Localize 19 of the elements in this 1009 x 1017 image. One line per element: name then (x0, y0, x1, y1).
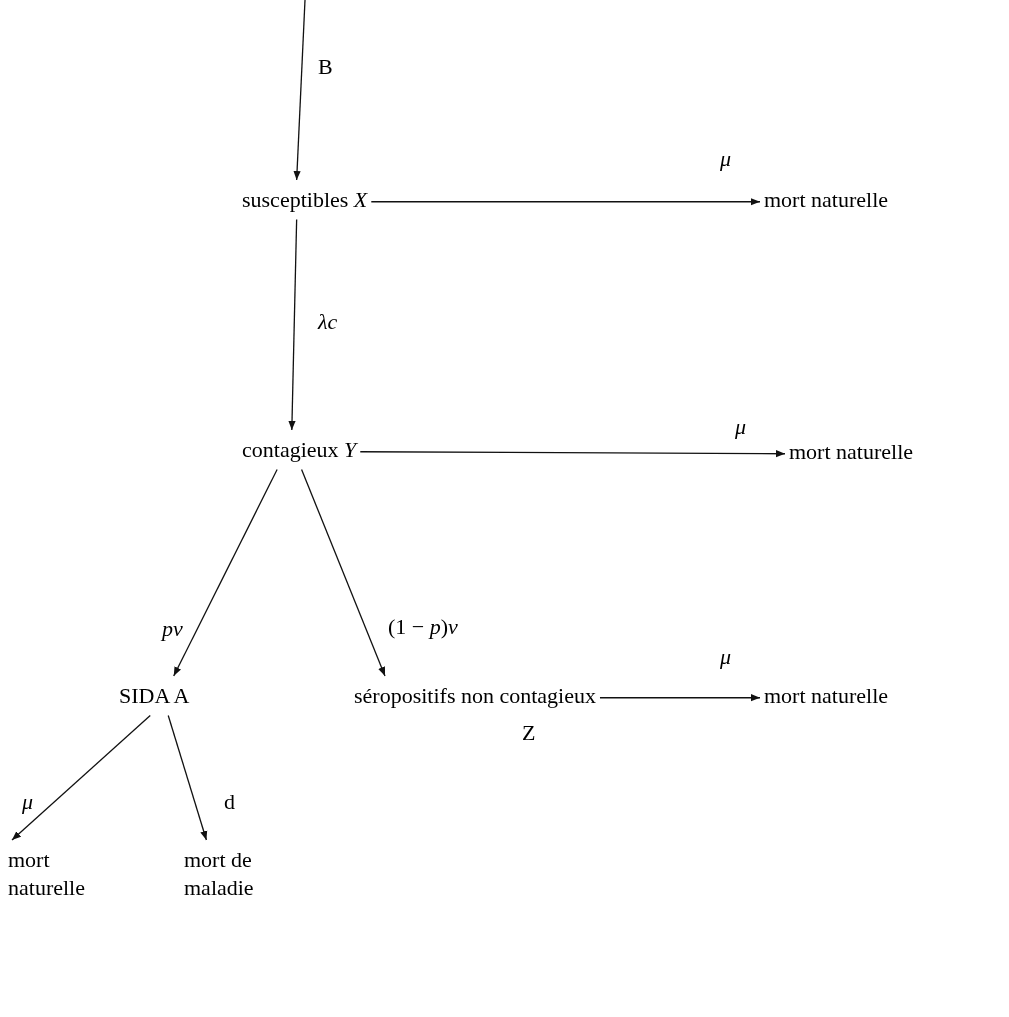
arrow (288, 218, 298, 431)
arrow (370, 198, 761, 206)
state-label: mort naturelle (764, 186, 888, 214)
state-label: SIDA A (119, 682, 190, 710)
arrow (599, 694, 761, 702)
arrow (300, 468, 386, 677)
state-label: mort naturelle (8, 846, 86, 901)
arrow (167, 714, 208, 841)
arrow (11, 714, 151, 841)
state-label: mort de maladie (184, 846, 255, 901)
state-label: séropositifs non contagieux (354, 682, 596, 710)
arrow (293, 0, 306, 181)
state-label: mort naturelle (789, 438, 913, 466)
state-label: mort naturelle (764, 682, 888, 710)
arrow (173, 468, 278, 677)
arrow (359, 450, 786, 458)
compartment-symbol: Z (522, 719, 536, 747)
state-label: susceptibles X (242, 186, 368, 214)
state-label: contagieux Y (242, 436, 357, 464)
